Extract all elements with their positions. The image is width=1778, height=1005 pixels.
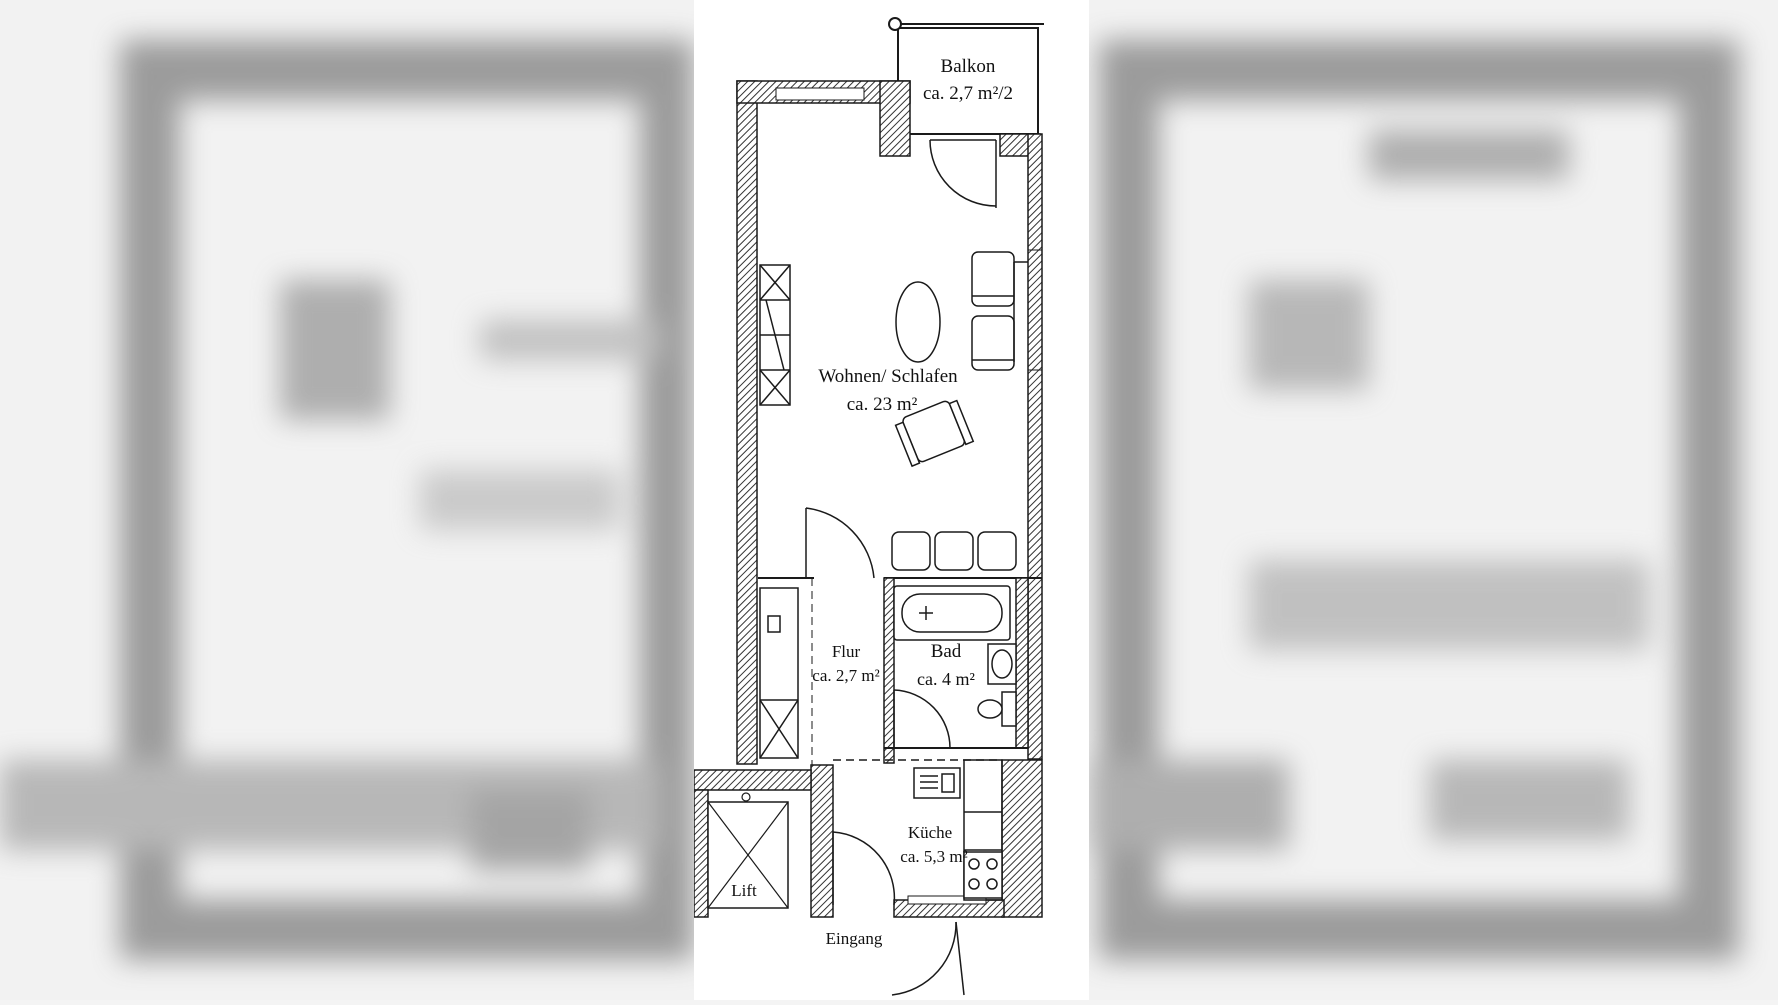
- living-room-area: ca. 23 m²: [847, 394, 918, 415]
- stove: [963, 851, 1003, 899]
- balcony-door: [929, 139, 997, 208]
- kitchen-walls: [810, 759, 1043, 918]
- toilet: [977, 691, 1017, 727]
- entrance-door: [832, 831, 965, 996]
- entrance-label: Eingang: [826, 929, 883, 948]
- dining-table: [895, 281, 941, 363]
- sideboard-cabinets: [891, 531, 1017, 571]
- hall-door: [805, 507, 875, 579]
- floor-plan: Balkon ca. 2,7 m²/2 Wohnen/ Schlafen ca.…: [693, 0, 1089, 1000]
- hall-wardrobe: [759, 587, 799, 759]
- hallway-area: ca. 2,7 m²: [812, 666, 879, 685]
- blurred-background-left: [0, 0, 694, 1000]
- lift-label: Lift: [731, 881, 757, 900]
- floor-plan-drawing: Balkon ca. 2,7 m²/2 Wohnen/ Schlafen ca.…: [693, 17, 1044, 996]
- kitchen-label: Küche: [908, 823, 952, 842]
- bathroom-area: ca. 4 m²: [917, 669, 975, 689]
- balcony-area: ca. 2,7 m²/2: [923, 83, 1013, 104]
- blurred-background-right: [1089, 0, 1778, 1000]
- exterior-walls: [736, 80, 1043, 765]
- living-room-label: Wohnen/ Schlafen: [818, 366, 958, 387]
- kitchen-area: ca. 5,3 m²: [900, 847, 967, 866]
- kitchen-sink: [913, 767, 961, 799]
- wardrobe-left: [759, 264, 791, 406]
- interior-walls: [758, 577, 1042, 765]
- bathroom-label: Bad: [931, 641, 962, 662]
- bathtub: [893, 585, 1011, 641]
- lift-shaft: [693, 769, 812, 918]
- armchair-center: [894, 399, 975, 468]
- bathroom-door: [893, 689, 951, 749]
- kitchen-counter: [963, 759, 1003, 901]
- bathroom-sink: [987, 643, 1017, 685]
- balcony-label: Balkon: [941, 56, 996, 77]
- hallway-label: Flur: [832, 642, 861, 661]
- armchairs-right: [971, 251, 1028, 371]
